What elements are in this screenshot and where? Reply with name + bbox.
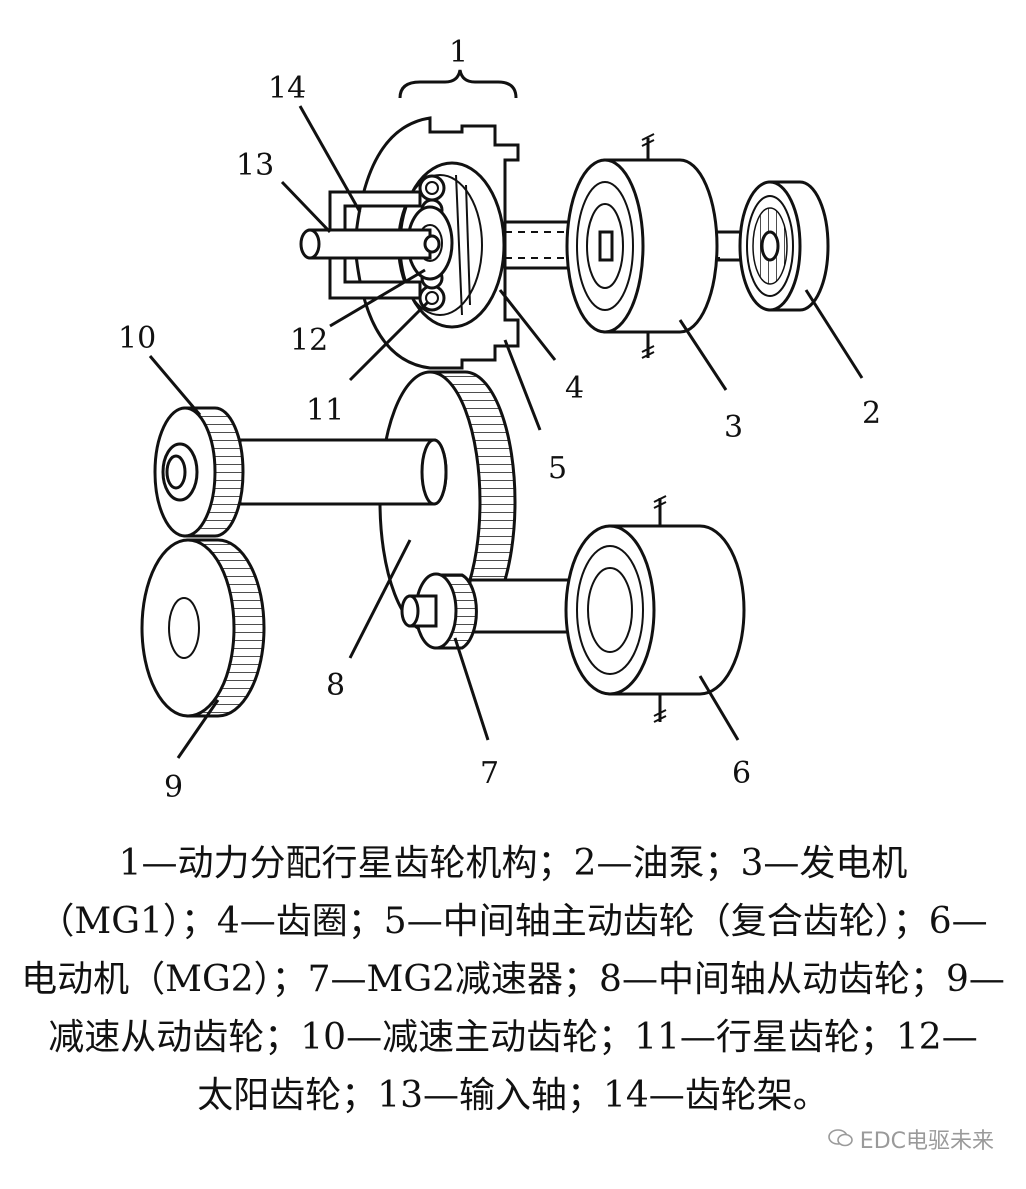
reduction-driven-gear bbox=[140, 538, 266, 718]
callout-2: 2 bbox=[862, 396, 881, 431]
caption-line: 太阳齿轮；13—输入轴；14—齿轮架。 bbox=[197, 1075, 829, 1116]
caption-line: 1—动力分配行星齿轮机构；2—油泵；3—发电机 bbox=[118, 843, 908, 884]
figure-caption: 1—动力分配行星齿轮机构；2—油泵；3—发电机 （MG1）；4—齿圈；5—中间轴… bbox=[20, 835, 1006, 1125]
generator-mg1 bbox=[565, 133, 719, 359]
transmission-diagram: 1 14 13 12 11 10 4 5 3 2 8 9 7 6 bbox=[118, 35, 881, 805]
callout-11: 11 bbox=[306, 393, 344, 428]
leader-lines bbox=[148, 105, 864, 759]
mg2-reduction-gear bbox=[400, 572, 478, 650]
callout-6: 6 bbox=[732, 756, 751, 791]
callout-13: 13 bbox=[236, 148, 274, 183]
callout-labels: 1 14 13 12 11 10 4 5 3 2 8 9 7 6 bbox=[118, 35, 881, 805]
brace bbox=[398, 69, 518, 99]
callout-8: 8 bbox=[326, 668, 345, 703]
reduction-shaft bbox=[238, 438, 448, 506]
callout-12: 12 bbox=[290, 323, 328, 358]
caption-line: 电动机（MG2）；7—MG2减速器；8—中间轴从动齿轮；9— bbox=[21, 959, 1005, 1000]
callout-1: 1 bbox=[449, 35, 468, 70]
callout-4: 4 bbox=[565, 371, 584, 406]
callout-5: 5 bbox=[548, 451, 567, 486]
watermark-text: EDC电驱未来 bbox=[859, 1129, 994, 1154]
callout-10: 10 bbox=[118, 321, 156, 356]
planetary-gear-set bbox=[299, 69, 520, 370]
oil-pump bbox=[738, 180, 830, 312]
input-shaft bbox=[308, 228, 432, 260]
callout-3: 3 bbox=[724, 410, 743, 445]
reduction-drive-gear bbox=[153, 406, 245, 538]
wechat-icon bbox=[827, 1128, 854, 1154]
watermark: EDC电驱未来 bbox=[827, 1123, 994, 1155]
callout-14: 14 bbox=[268, 71, 306, 106]
callout-7: 7 bbox=[480, 756, 499, 791]
caption-line: 减速从动齿轮；10—减速主动齿轮；11—行星齿轮；12— bbox=[48, 1017, 978, 1058]
carrier bbox=[328, 190, 422, 300]
callout-9: 9 bbox=[164, 770, 183, 805]
motor-mg2 bbox=[564, 495, 746, 723]
caption-line: （MG1）；4—齿圈；5—中间轴主动齿轮（复合齿轮）；6— bbox=[38, 901, 988, 942]
